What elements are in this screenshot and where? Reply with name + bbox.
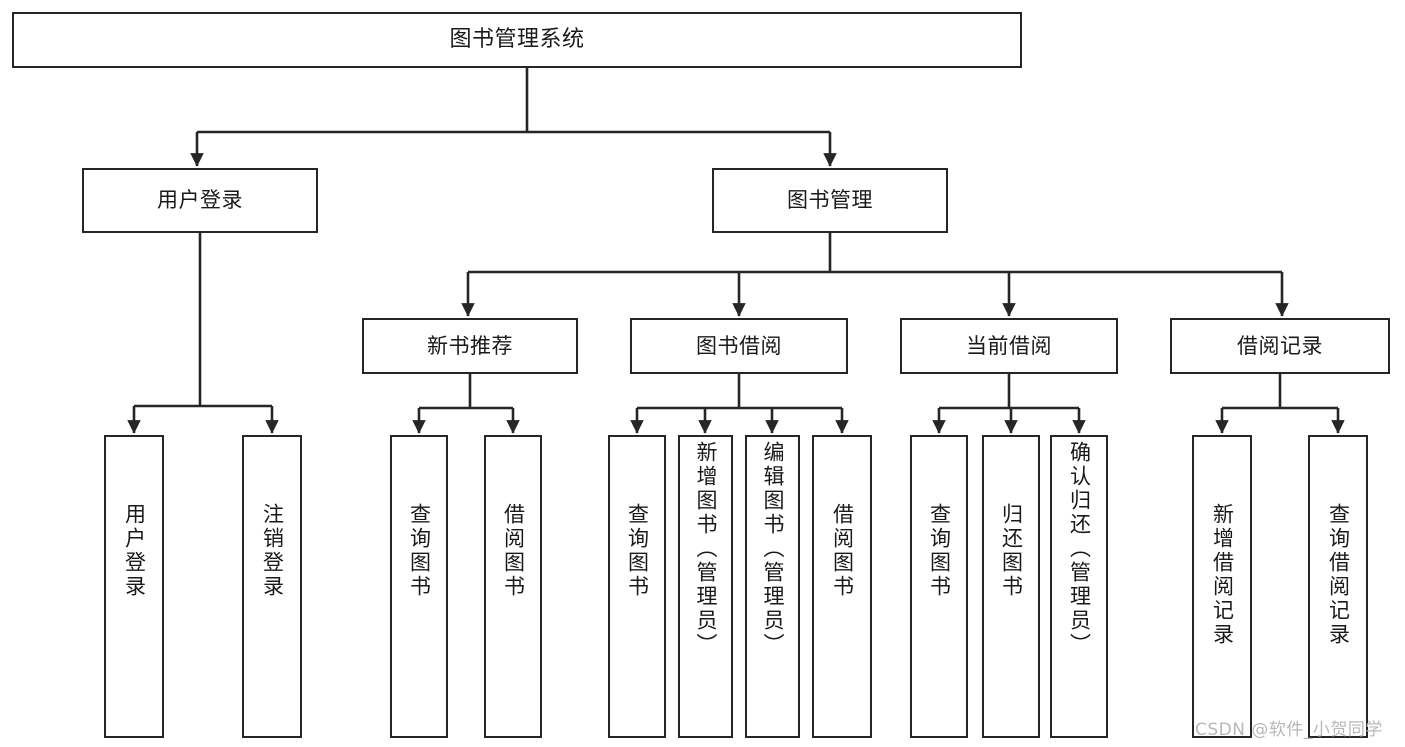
node-leaf-query-book-2[interactable]: 查询图书 <box>608 435 666 738</box>
node-leaf-user-login[interactable]: 用户登录 <box>104 435 164 738</box>
node-leaf-return-book[interactable]: 归还图书 <box>982 435 1040 738</box>
node-leaf-borrow-book-2[interactable]: 借阅图书 <box>812 435 872 738</box>
node-leaf-confirm-return-admin[interactable]: 确认归还（管理员） <box>1050 435 1108 738</box>
node-book-borrow-label: 图书借阅 <box>696 333 782 358</box>
node-user-login[interactable]: 用户登录 <box>82 168 318 233</box>
node-leaf-query-book-3-label: 查询图书 <box>927 503 952 599</box>
node-leaf-confirm-return-admin-label: 确认归还（管理员） <box>1067 441 1092 657</box>
node-leaf-borrow-book-1[interactable]: 借阅图书 <box>484 435 542 738</box>
node-leaf-user-login-label: 用户登录 <box>122 503 147 599</box>
node-new-book-recommend-label: 新书推荐 <box>427 333 513 358</box>
node-book-borrow[interactable]: 图书借阅 <box>630 318 848 374</box>
node-leaf-query-borrow-record[interactable]: 查询借阅记录 <box>1308 435 1368 738</box>
node-current-borrow-label: 当前借阅 <box>966 333 1052 358</box>
node-leaf-borrow-book-2-label: 借阅图书 <box>830 503 855 599</box>
csdn-watermark: CSDN @软件_小贺同学 <box>1195 720 1383 740</box>
node-leaf-return-book-label: 归还图书 <box>999 503 1024 599</box>
node-leaf-query-book-2-label: 查询图书 <box>625 503 650 599</box>
node-borrow-record-label: 借阅记录 <box>1237 333 1323 358</box>
node-leaf-edit-book-admin[interactable]: 编辑图书（管理员） <box>745 435 800 738</box>
node-leaf-add-book-admin-label: 新增图书（管理员） <box>694 441 718 657</box>
node-current-borrow[interactable]: 当前借阅 <box>900 318 1118 374</box>
node-leaf-query-book-1-label: 查询图书 <box>407 503 432 599</box>
node-leaf-edit-book-admin-label: 编辑图书（管理员） <box>761 441 785 657</box>
node-leaf-borrow-book-1-label: 借阅图书 <box>501 503 526 599</box>
node-leaf-add-borrow-record[interactable]: 新增借阅记录 <box>1192 435 1252 738</box>
node-leaf-add-book-admin[interactable]: 新增图书（管理员） <box>678 435 733 738</box>
node-leaf-query-book-3[interactable]: 查询图书 <box>910 435 968 738</box>
node-root[interactable]: 图书管理系统 <box>12 12 1022 68</box>
node-new-book-recommend[interactable]: 新书推荐 <box>362 318 578 374</box>
node-leaf-logout-login-label: 注销登录 <box>260 503 285 599</box>
node-book-manage[interactable]: 图书管理 <box>712 168 948 233</box>
node-leaf-add-borrow-record-label: 新增借阅记录 <box>1210 503 1235 647</box>
node-root-label: 图书管理系统 <box>449 27 585 53</box>
node-user-login-label: 用户登录 <box>157 188 243 213</box>
node-leaf-query-book-1[interactable]: 查询图书 <box>390 435 448 738</box>
node-book-manage-label: 图书管理 <box>787 188 873 213</box>
node-leaf-query-borrow-record-label: 查询借阅记录 <box>1326 503 1351 647</box>
node-leaf-logout-login[interactable]: 注销登录 <box>242 435 302 738</box>
node-borrow-record[interactable]: 借阅记录 <box>1170 318 1390 374</box>
